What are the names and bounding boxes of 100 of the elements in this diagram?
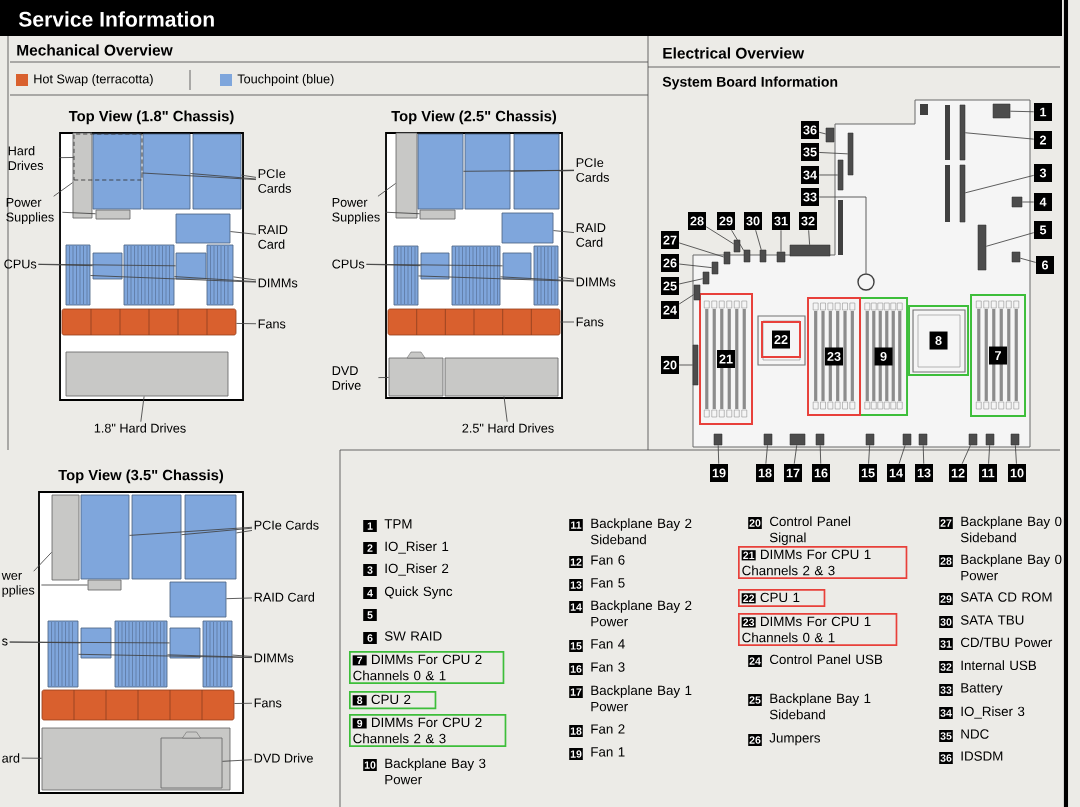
pcie-card [417,133,464,210]
board-connector [959,104,966,161]
component-name: CD/TBU Power [961,637,1053,648]
number-badge: 21 [717,350,735,368]
leader-line [21,757,42,759]
leader-line [780,229,782,253]
leader-line [1019,257,1037,263]
part-label: 1.8" Hard Drives [94,423,186,433]
number-badge: 14 [887,464,905,482]
component-name: Backplane Bay 0 Power [961,554,1062,581]
leader-line [241,174,257,178]
leader-line [500,276,575,282]
leader-line [174,276,257,283]
title-bar: Service Information [0,0,1062,36]
power-supply [87,579,122,591]
power-supply [72,132,93,219]
board-connector [789,433,806,446]
leader-line [40,584,88,586]
leader-line [1009,110,1035,113]
component-name: Backplane Bay 0 Sideband [960,516,1062,543]
number-badge: 19 [710,464,728,482]
pcie-card [131,494,182,580]
leader-line [129,526,253,536]
leader-line [818,131,827,135]
leader-line [58,157,74,159]
legend-label: Hot Swap (terracotta) [34,74,153,86]
number-badge: 17 [784,464,802,482]
component-name: Backplane Bay 2 Power [591,600,692,627]
number-badge: 11 [569,519,583,531]
raid-card [175,213,231,244]
leader-line [755,229,762,251]
board-connector [693,284,701,301]
leader-line [961,444,971,465]
section-heading: Mechanical Overview [17,44,173,56]
leader-line [366,263,503,267]
dimm-bank [65,244,91,306]
board-connector [711,261,719,275]
leader-line [559,170,575,172]
number-badge: 28 [688,212,706,230]
board-connector [968,433,978,446]
part-label: DIMMs [576,277,616,287]
fan-row [61,308,237,336]
power-supply [419,209,456,220]
cpu-block [169,627,201,659]
leader-line [922,444,925,465]
part-label: PCIe Cards [576,158,609,182]
leader-line [818,152,849,155]
leader-line [678,242,725,258]
leader-line [232,654,253,657]
board-connector [743,249,751,263]
number-badge: 27 [939,517,953,529]
board-connector [1011,251,1021,263]
board-connector [837,159,844,191]
number-badge: 2 [1034,131,1052,149]
leader-line [678,294,695,305]
part-label: CPUs [332,259,365,269]
number-badge: 29 [939,593,953,605]
component-name: Backplane Bay 1 Power [591,685,692,712]
legend-label: Touchpoint (blue) [237,74,334,86]
highlighted-entry: 21 DIMMs For CPU 1 Channels 2 & 3 [738,546,908,579]
leader-line [731,229,745,251]
number-badge: 36 [939,752,953,764]
board-connector [702,271,710,285]
number-badge: 3 [363,564,377,576]
component-name: TPM [384,519,412,529]
leader-line [818,174,839,176]
number-badge: 18 [756,464,774,482]
number-badge: 26 [661,254,679,272]
part-label: s [2,638,8,646]
raid-card [501,212,554,244]
board-connector [959,164,966,223]
number-badge: 3 [1034,164,1052,182]
dimm-bank [533,245,559,306]
dvd-drive [160,731,223,789]
component-name: Battery [961,683,1003,696]
part-label: DIMMs [254,653,294,663]
number-badge: 33 [801,188,819,206]
pcie-card [192,133,242,210]
leader-line [236,530,253,534]
board-connector [789,244,831,257]
board-connector [776,251,786,263]
power-supply [51,494,80,581]
number-badge: 1 [1034,103,1052,121]
number-badge: 35 [801,143,819,161]
part-label: RAID Card [258,225,288,249]
component-name: SATA CD ROM [960,592,1052,602]
leader-line [141,172,257,180]
leader-line [964,132,1035,140]
board-connector [918,433,928,446]
leader-line [819,444,822,465]
node-label: Top View (3.5" Chassis) [58,469,224,484]
leader-line [985,232,1035,247]
number-badge: 25 [748,694,762,706]
pcie-card [513,133,560,210]
leader-line [678,364,694,366]
component-name: Backplane Bay 1 Sideband [769,693,871,720]
highlighted-entry: 7 DIMMs For CPU 2 Channels 0 & 1 [349,651,505,684]
part-label: PCIe Cards [258,169,291,193]
leader-line [818,196,867,274]
leader-line [33,551,52,572]
